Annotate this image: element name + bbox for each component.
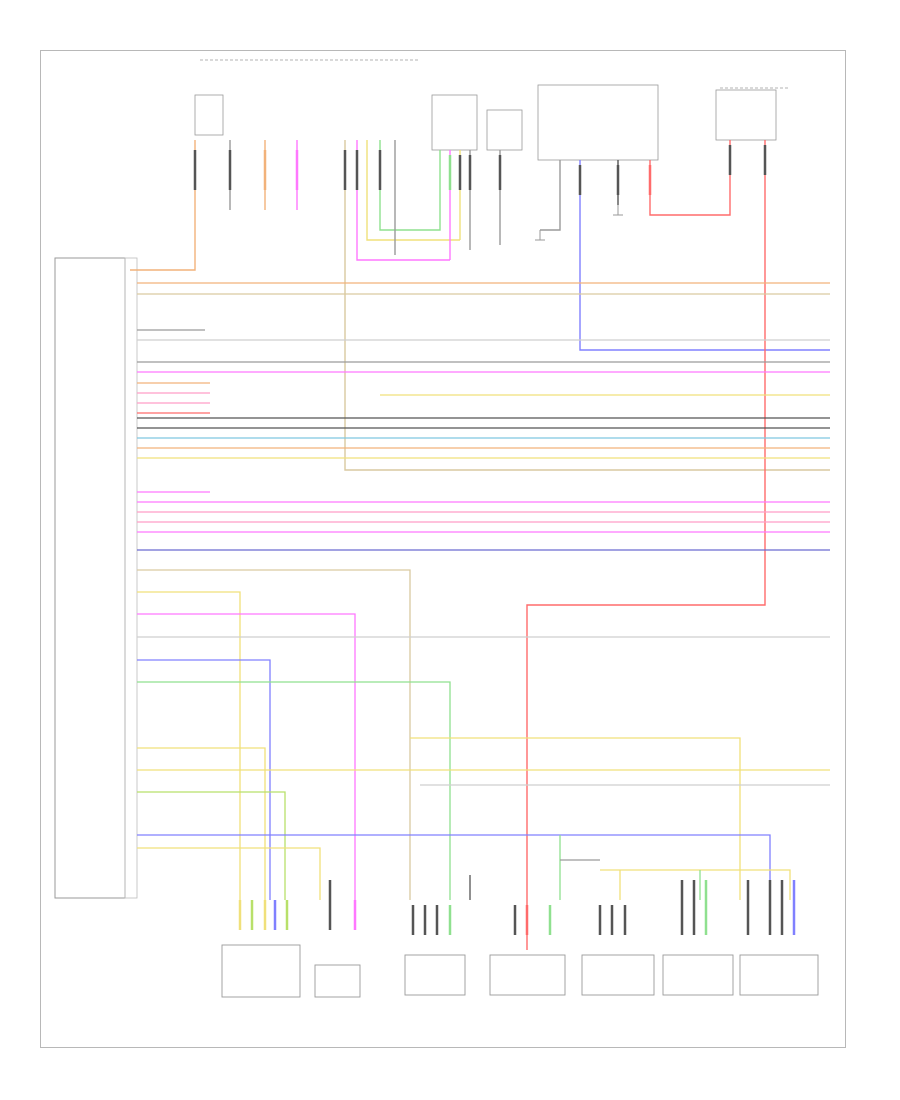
bottom-connector-pins: [238, 880, 796, 935]
diagram-frame: [40, 50, 846, 1048]
top-connector-pins: [193, 145, 767, 195]
ground-symbols: [535, 205, 623, 241]
bus-wires: [137, 282, 830, 551]
lower-wires: [137, 569, 830, 900]
top-vertical-wires: [130, 140, 830, 950]
bottom-components: [221, 944, 819, 998]
control-module-block: [54, 257, 138, 899]
top-connectors: [194, 59, 790, 161]
